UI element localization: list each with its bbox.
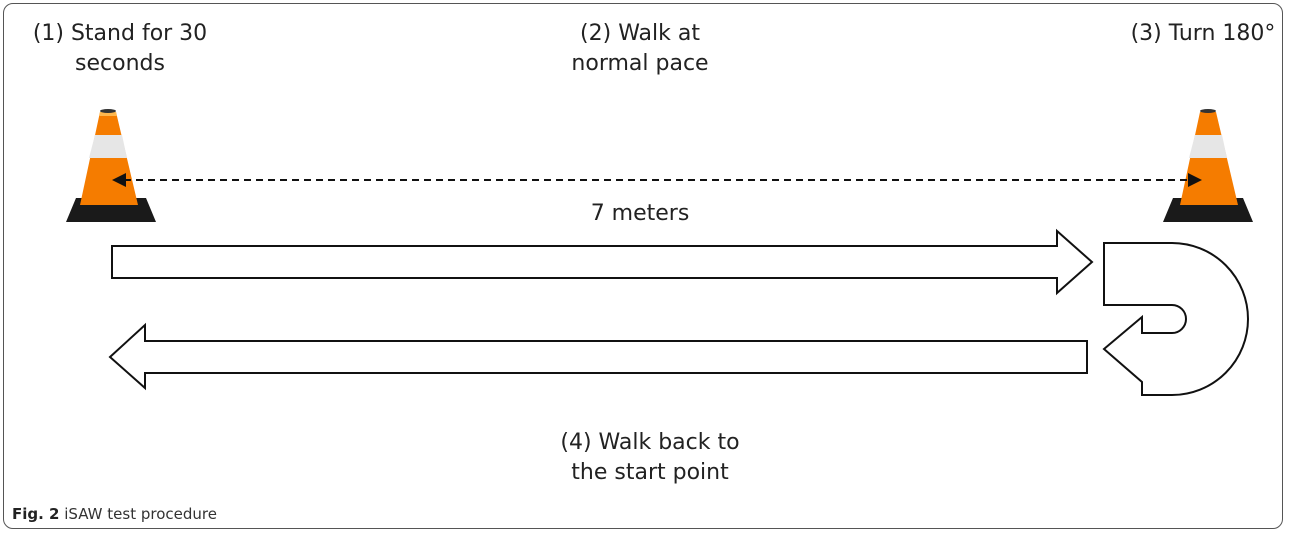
end-cone-icon <box>1163 109 1253 222</box>
figure-number: Fig. 2 <box>12 505 60 523</box>
figure-caption: Fig. 2 iSAW test procedure <box>12 505 217 523</box>
step-turn-label: (3) Turn 180° <box>1118 19 1288 49</box>
figure-frame <box>3 3 1283 529</box>
distance-label: 7 meters <box>590 201 690 226</box>
step-stand-line-1: (1) Stand for 30 <box>32 21 208 46</box>
distance-line <box>112 173 1202 187</box>
step-stand-label: (1) Stand for 30 seconds <box>20 19 220 79</box>
start-cone-icon <box>66 109 156 222</box>
step-walk-back-line-1: (4) Walk back to <box>560 430 740 455</box>
step-walk-line-2: normal pace <box>571 51 709 76</box>
step-walk-back-label: (4) Walk back to the start point <box>530 428 770 488</box>
step-stand-line-2: seconds <box>75 51 165 76</box>
u-turn-arrow-icon <box>1102 242 1249 396</box>
step-turn-line-1: (3) Turn 180° <box>1130 21 1276 46</box>
step-walk-label: (2) Walk at normal pace <box>540 19 740 79</box>
figure-caption-text: iSAW test procedure <box>64 505 217 523</box>
right-arrow-icon <box>111 228 1094 296</box>
step-walk-back-line-2: the start point <box>571 460 729 485</box>
left-arrow-icon <box>108 322 1088 391</box>
step-walk-line-1: (2) Walk at <box>580 21 700 46</box>
